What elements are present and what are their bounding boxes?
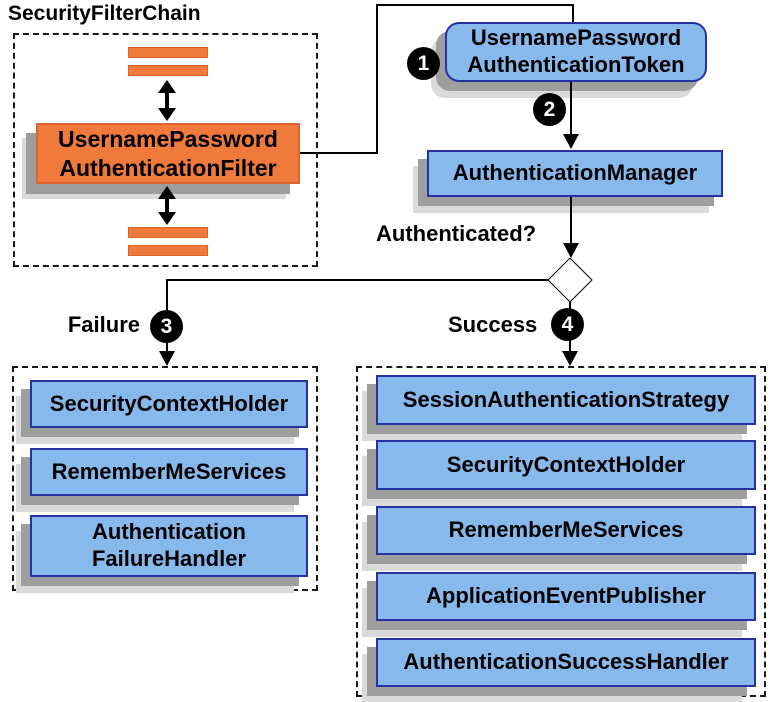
decision-diamond-icon [547,257,593,303]
filter-box-label-line1: UsernamePassword [58,125,278,152]
token-box-label-line2: AuthenticationToken [467,52,685,77]
arrow-token-to-manager-line [570,82,572,135]
step-4-badge-icon: 4 [551,308,584,341]
failure-label: Failure [67,312,140,337]
session-authentication-strategy-box: SessionAuthenticationStrategy [376,375,756,425]
connector-filter-to-token-seg4 [572,4,574,24]
failure-box-label: RememberMeServices [51,458,287,484]
authentication-manager-box: AuthenticationManager [427,150,723,197]
token-box-label-line1: UsernamePassword [470,25,682,51]
arrowhead-down-icon [563,243,579,258]
step-1-badge-icon: 1 [407,47,440,80]
username-password-authentication-token-box: UsernamePassword AuthenticationToken [445,22,707,82]
application-event-publisher-box: ApplicationEventPublisher [376,572,756,621]
arrowhead-down-icon [159,351,175,366]
filter-bar-icon [128,245,208,256]
success-box-label: SessionAuthenticationStrategy [402,386,730,412]
double-arrow-icon [158,80,176,121]
security-context-holder-success-box: SecurityContextHolder [376,440,756,490]
failure-box-label-line1: Authentication [92,519,246,545]
failure-box-label: SecurityContextHolder [49,390,289,416]
authentication-failure-handler-box: Authentication FailureHandler [30,515,308,577]
remember-me-services-box: RememberMeServices [30,448,308,496]
connector-filter-to-token-seg1 [300,152,378,154]
double-arrow-icon [158,186,176,225]
security-filter-chain-title: SecurityFilterChain [8,2,201,25]
step-2-badge-icon: 2 [533,93,566,126]
arrow-manager-to-decision-line [570,197,572,244]
step-3-badge-icon: 3 [150,310,183,343]
filter-bar-icon [128,65,208,76]
authentication-success-handler-box: AuthenticationSuccessHandler [376,638,756,687]
filter-bar-icon [128,227,208,238]
success-handlers-container [356,366,766,697]
manager-box-label: AuthenticationManager [452,160,698,186]
connector-filter-to-token-seg2 [376,4,378,154]
failure-handlers-container [12,366,318,591]
success-label: Success [448,312,538,337]
remember-me-services-success-box: RememberMeServices [376,506,756,555]
success-box-label: AuthenticationSuccessHandler [403,649,729,675]
filter-bar-icon [128,47,208,58]
connector-filter-to-token-seg3 [376,4,574,6]
arrowhead-down-icon [562,351,578,366]
security-context-holder-box: SecurityContextHolder [30,380,308,428]
failure-box-label-line2: FailureHandler [91,546,247,571]
arrowhead-down-icon [563,134,579,149]
authenticated-question-label: Authenticated? [376,221,537,246]
failure-branch-line-horizontal [166,279,548,281]
filter-box-label-line2: AuthenticationFilter [59,154,277,181]
success-box-label: RememberMeServices [448,517,684,543]
security-filter-chain-container [13,33,318,267]
success-box-label: SecurityContextHolder [446,451,686,477]
success-box-label: ApplicationEventPublisher [426,583,706,609]
username-password-authentication-filter-box: UsernamePassword AuthenticationFilter [36,123,300,184]
